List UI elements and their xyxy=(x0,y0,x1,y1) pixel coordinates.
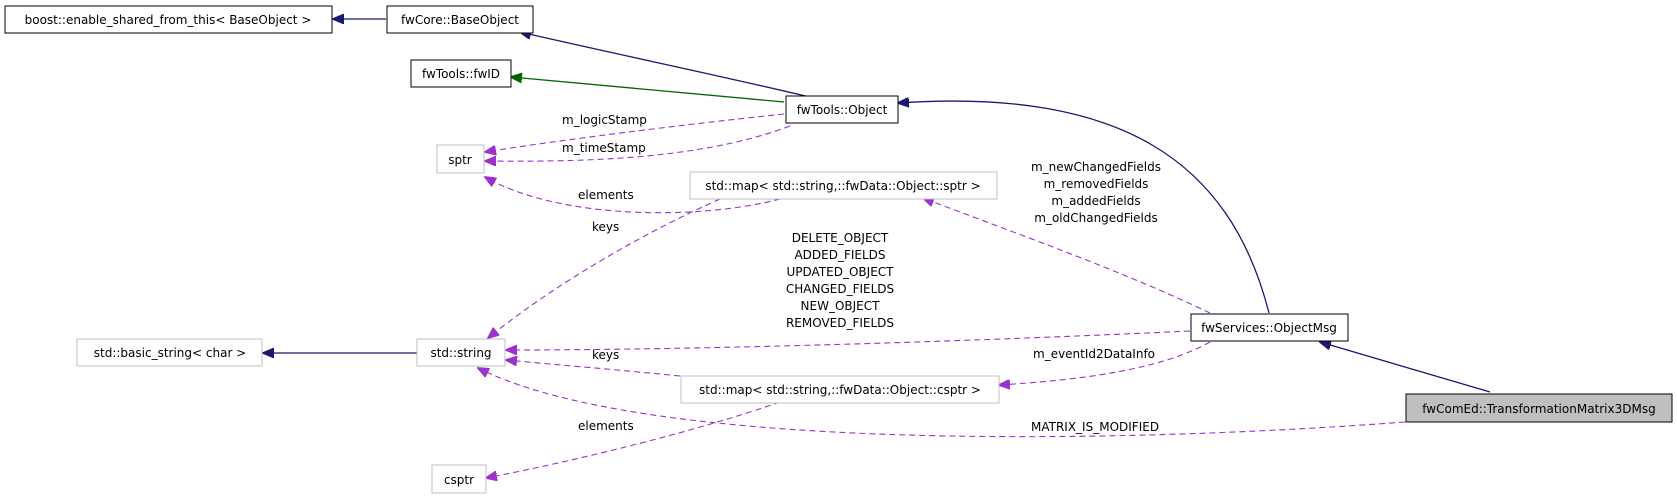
event-constant-5: REMOVED_FIELDS xyxy=(786,316,894,330)
node-label: std::map< std::string,::fwData::Object::… xyxy=(705,179,980,193)
edge-label-matrix-modified: MATRIX_IS_MODIFIED xyxy=(1031,420,1159,434)
node-map-csptr[interactable]: std::map< std::string,::fwData::Object::… xyxy=(680,375,1000,404)
node-label: std::map< std::string,::fwData::Object::… xyxy=(699,383,981,397)
edge-timestamp xyxy=(485,125,791,161)
edge-label-keys-map-csptr: keys xyxy=(592,348,619,362)
edge-label-changed-fields: m_newChangedFields m_removedFields m_add… xyxy=(1031,160,1161,225)
node-map-sptr[interactable]: std::map< std::string,::fwData::Object::… xyxy=(689,171,998,200)
node-label: sptr xyxy=(448,153,472,167)
node-label: fwTools::Object xyxy=(797,103,888,117)
edge-matrix-modified xyxy=(478,368,1406,438)
node-label: fwTools::fwID xyxy=(422,67,500,81)
edge-label-timestamp: m_timeStamp xyxy=(562,141,646,155)
edge-elements-sptr xyxy=(485,177,781,214)
edge-objectmsg-to-object xyxy=(898,101,1270,314)
edge-label-keys-map-sptr: keys xyxy=(592,220,619,234)
node-label: fwCore::BaseObject xyxy=(401,13,519,27)
node-std-basic-string[interactable]: std::basic_string< char > xyxy=(76,338,263,367)
event-constant-0: DELETE_OBJECT xyxy=(792,231,889,245)
edge-object-to-fwid xyxy=(511,77,785,103)
node-fwtools-fwid[interactable]: fwTools::fwID xyxy=(410,59,512,88)
edge-label-event-id-info: m_eventId2DataInfo xyxy=(1033,347,1155,361)
edge-label-event-constants: DELETE_OBJECT ADDED_FIELDS UPDATED_OBJEC… xyxy=(786,231,894,330)
edge-label-logicstamp: m_logicStamp xyxy=(562,113,647,127)
changed-field-1: m_removedFields xyxy=(1044,177,1149,191)
node-csptr[interactable]: csptr xyxy=(431,464,487,494)
event-constant-3: CHANGED_FIELDS xyxy=(786,282,894,296)
edge-object-to-baseobject xyxy=(520,32,819,100)
event-constant-4: NEW_OBJECT xyxy=(801,299,881,313)
edge-keys-map-sptr xyxy=(488,198,721,338)
node-label: fwComEd::TransformationMatrix3DMsg xyxy=(1422,402,1655,416)
node-std-string[interactable]: std::string xyxy=(416,338,506,367)
edge-event-constants xyxy=(506,330,1191,350)
changed-field-0: m_newChangedFields xyxy=(1031,160,1161,174)
edge-elements-csptr xyxy=(486,401,781,478)
edge-keys-map-csptr xyxy=(506,360,681,377)
edge-logicstamp xyxy=(485,113,785,152)
node-label: std::basic_string< char > xyxy=(94,346,247,360)
node-sptr[interactable]: sptr xyxy=(436,144,485,174)
node-fwcomed-transformationmatrix3dmsg[interactable]: fwComEd::TransformationMatrix3DMsg xyxy=(1405,393,1673,423)
node-fwcore-baseobject[interactable]: fwCore::BaseObject xyxy=(386,5,534,34)
node-label: csptr xyxy=(444,473,474,487)
edge-changed-fields xyxy=(923,198,1211,314)
changed-field-3: m_oldChangedFields xyxy=(1034,211,1158,225)
node-label: boost::enable_shared_from_this< BaseObje… xyxy=(25,13,312,27)
node-fwtools-object[interactable]: fwTools::Object xyxy=(785,95,899,124)
node-label: fwServices::ObjectMsg xyxy=(1201,321,1337,335)
event-constant-1: ADDED_FIELDS xyxy=(794,248,885,262)
event-constant-2: UPDATED_OBJECT xyxy=(787,265,895,279)
node-label: std::string xyxy=(430,346,491,360)
edge-label-elements-csptr: elements xyxy=(578,419,634,433)
changed-field-2: m_addedFields xyxy=(1051,194,1140,208)
node-fwservices-objectmsg[interactable]: fwServices::ObjectMsg xyxy=(1190,313,1349,342)
node-boost-enable-shared-from-this[interactable]: boost::enable_shared_from_this< BaseObje… xyxy=(4,5,333,34)
edge-event-id-info xyxy=(999,341,1211,385)
edge-matrix-to-objectmsg xyxy=(1320,342,1491,393)
edge-label-elements-sptr: elements xyxy=(578,188,634,202)
